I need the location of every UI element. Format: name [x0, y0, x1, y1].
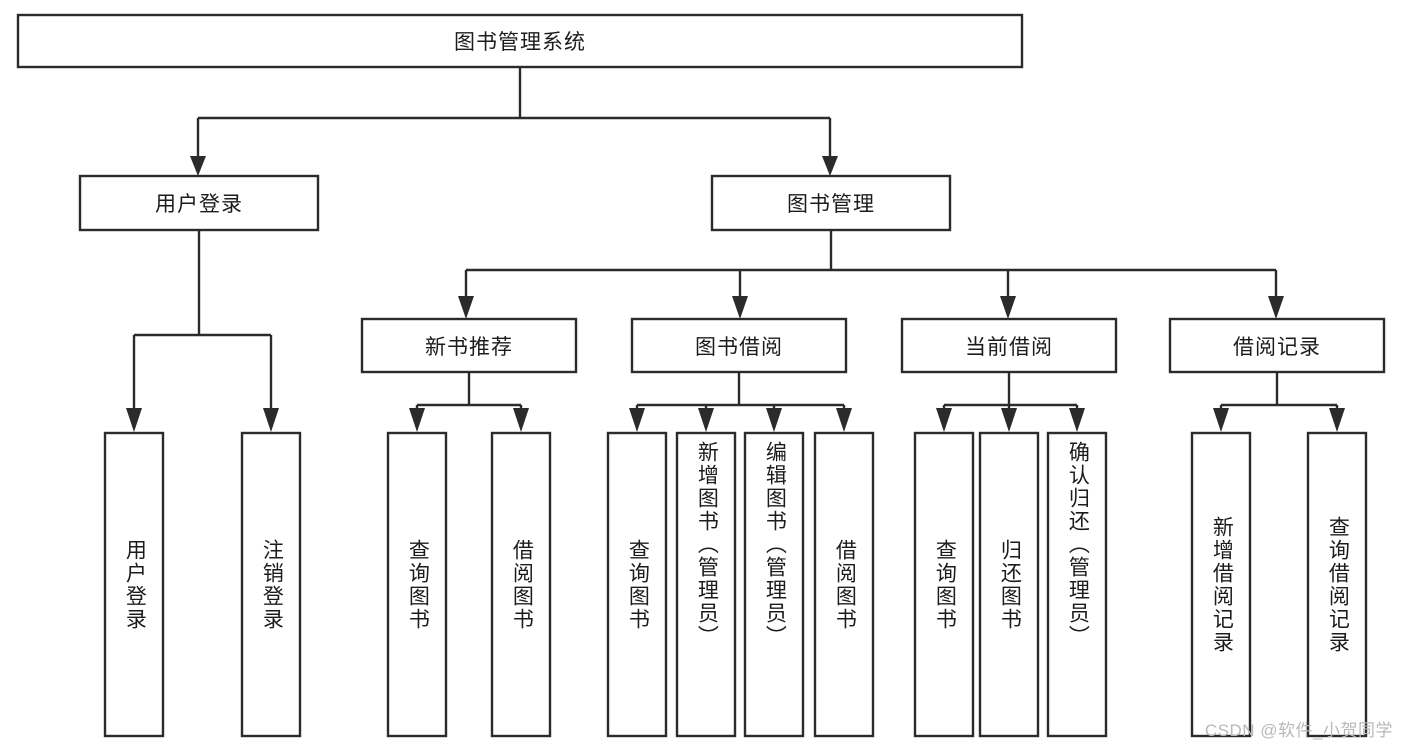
- node-leaf-8-rect[interactable]: [813, 431, 875, 738]
- node-leaf-2-rect[interactable]: [240, 431, 302, 738]
- node-bookmgmt-rect[interactable]: [710, 174, 952, 232]
- arrow-head-leaf-10: [1001, 408, 1017, 432]
- arrow-head-newbook: [458, 296, 474, 319]
- arrow-head-leaf-11: [1069, 408, 1085, 432]
- node-login-rect[interactable]: [78, 174, 320, 232]
- arrow-head-leaf-9: [936, 408, 952, 432]
- node-records-rect[interactable]: [1168, 317, 1386, 374]
- node-leaf-3-rect[interactable]: [386, 431, 448, 738]
- node-leaf-5-rect[interactable]: [606, 431, 668, 738]
- arrow-head-leaf-4: [513, 408, 529, 432]
- node-leaf-7-rect[interactable]: [743, 431, 805, 738]
- arrow-head-current: [1000, 296, 1016, 319]
- node-leaf-11-rect[interactable]: [1046, 431, 1108, 738]
- arrow-head-bookmgmt: [822, 156, 838, 176]
- arrow-head-login: [190, 156, 206, 176]
- node-leaf-6-rect[interactable]: [675, 431, 737, 738]
- node-leaf-13-rect[interactable]: [1306, 431, 1368, 738]
- node-leaf-4-rect[interactable]: [490, 431, 552, 738]
- node-borrow-rect[interactable]: [630, 317, 848, 374]
- arrow-head-leaf-1: [126, 408, 142, 432]
- arrow-head-leaf-6: [698, 408, 714, 432]
- arrow-head-leaf-3: [409, 408, 425, 432]
- node-leaf-12-rect[interactable]: [1190, 431, 1252, 738]
- arrow-head-leaf-8: [836, 408, 852, 432]
- arrow-head-leaf-7: [766, 408, 782, 432]
- arrow-head-borrow: [732, 296, 748, 319]
- node-newbook-rect[interactable]: [360, 317, 578, 374]
- node-leaf-1-rect[interactable]: [103, 431, 165, 738]
- arrow-head-leaf-12: [1213, 408, 1229, 432]
- node-current-rect[interactable]: [900, 317, 1118, 374]
- arrow-head-leaf-5: [629, 408, 645, 432]
- arrow-head-leaf-13: [1329, 408, 1345, 432]
- arrow-head-leaf-2: [263, 408, 279, 432]
- node-leaf-10-rect[interactable]: [978, 431, 1040, 738]
- arrow-head-records: [1268, 296, 1284, 319]
- node-leaf-9-rect[interactable]: [913, 431, 975, 738]
- node-root-rect[interactable]: [16, 13, 1024, 69]
